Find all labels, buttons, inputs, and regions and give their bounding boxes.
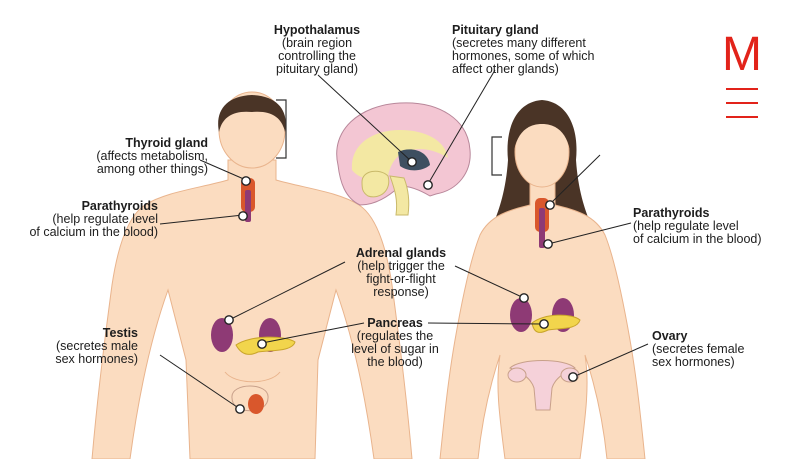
male-figure (91, 91, 413, 459)
label-parathyroids-left-desc: (help regulate level of calcium in the b… (29, 212, 158, 239)
label-ovary-desc: (secretes female sex hormones) (652, 342, 745, 369)
leader-lines (159, 69, 649, 410)
female-kidney-left (510, 298, 532, 332)
male-testis-right (248, 394, 264, 414)
female-head-bracket (491, 136, 502, 176)
logo-bar-top (726, 88, 758, 90)
marker-adrenal-male (224, 315, 234, 325)
female-trachea (539, 208, 545, 248)
marker-pituitary (423, 180, 433, 190)
label-adrenal: Adrenal glands (help trigger the fight-o… (333, 247, 469, 299)
leader-pancreas-female (427, 322, 545, 325)
marker-adrenal-female (519, 293, 529, 303)
leader-ovary (572, 343, 649, 378)
male-body (91, 159, 413, 459)
label-testis-title: Testis (102, 326, 138, 340)
logo-bar-middle (726, 102, 758, 104)
female-uterus (509, 360, 576, 411)
label-parathyroids-right-title: Parathyroids (633, 206, 710, 220)
label-parathyroids-right-desc: (help regulate level of calcium in the b… (633, 219, 762, 246)
marker-parathyroids-right (543, 239, 553, 249)
leader-pituitary (427, 69, 496, 185)
brand-logo: M (720, 30, 764, 122)
female-ovary-left (507, 367, 527, 383)
leader-pancreas-male (261, 322, 365, 344)
leader-parathyroids-left (159, 214, 244, 225)
label-ovary-title: Ovary (652, 329, 688, 343)
label-pancreas: Pancreas (regulates the level of sugar i… (334, 317, 456, 369)
marker-thyroid-female (545, 200, 555, 210)
female-hair-top (513, 104, 571, 150)
label-parathyroids-left-title: Parathyroids (81, 199, 158, 213)
brain (336, 102, 471, 216)
label-pancreas-title: Pancreas (367, 316, 423, 330)
leader-testis (159, 354, 241, 410)
label-testis: Testis (secretes male sex hormones) (20, 327, 138, 366)
marker-ovary (568, 372, 578, 382)
label-ovary: Ovary (secretes female sex hormones) (652, 330, 782, 369)
male-kidney-left (211, 318, 233, 352)
male-hair (218, 95, 286, 132)
leader-adrenal-male (228, 261, 346, 321)
marker-hypothalamus (407, 157, 417, 167)
leader-adrenal-female (454, 265, 525, 299)
leader-hypothalamus (317, 74, 413, 163)
marker-thyroid (241, 176, 251, 186)
marker-pancreas-male (257, 339, 267, 349)
leader-thyroid (199, 159, 247, 181)
marker-testis (235, 404, 245, 414)
label-hypothalamus-title: Hypothalamus (273, 23, 361, 37)
label-thyroid: Thyroid gland (affects metabolism, among… (58, 137, 208, 176)
label-hypothalamus: Hypothalamus (brain region controlling t… (255, 24, 379, 76)
label-adrenal-title: Adrenal glands (355, 246, 447, 260)
label-parathyroids-right: Parathyroids (help regulate level of cal… (633, 207, 795, 246)
marker-pancreas-female (539, 319, 549, 329)
label-parathyroids-left: Parathyroids (help regulate level of cal… (6, 200, 158, 239)
label-pituitary-desc: (secretes many different hormones, some … (452, 36, 595, 76)
label-testis-desc: (secretes male sex hormones) (55, 339, 138, 366)
logo-bar-bottom (726, 116, 758, 118)
label-thyroid-title: Thyroid gland (125, 136, 208, 150)
logo-letter: M (722, 28, 762, 81)
cerebellum (361, 170, 390, 198)
male-hip-line (224, 371, 281, 383)
label-pituitary-title: Pituitary gland (452, 23, 539, 37)
label-hypothalamus-desc: (brain region controlling the pituitary … (276, 36, 358, 76)
leader-thyroid-female (549, 154, 601, 205)
label-thyroid-desc: (affects metabolism, among other things) (96, 149, 208, 176)
leader-parathyroids-right (547, 222, 632, 245)
marker-parathyroids-left (238, 211, 248, 221)
leader-markers (224, 157, 578, 414)
label-pancreas-desc: (regulates the level of sugar in the blo… (351, 329, 439, 369)
male-head-bracket (276, 99, 287, 159)
label-adrenal-desc: (help trigger the fight-or-flight respon… (357, 259, 445, 299)
label-pituitary: Pituitary gland (secretes many different… (452, 24, 622, 76)
brainstem (389, 175, 410, 216)
